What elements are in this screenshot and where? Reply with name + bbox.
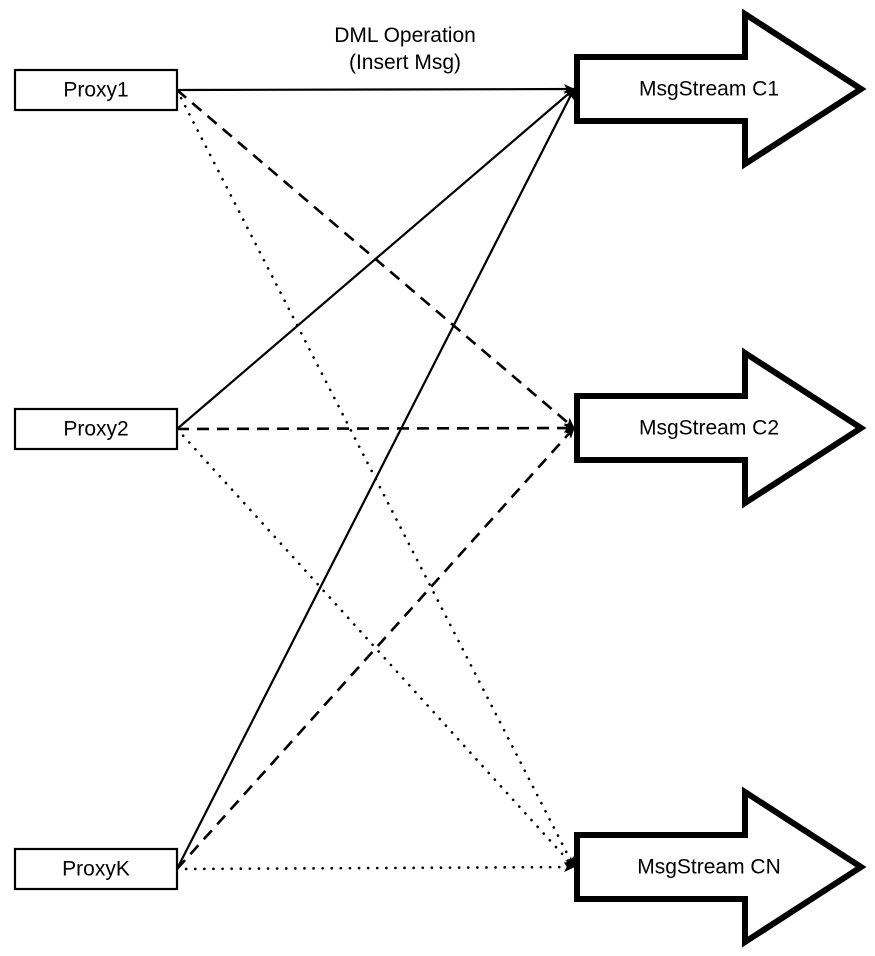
proxy-box[interactable] xyxy=(13,68,179,112)
block-arrow-shape[interactable] xyxy=(574,8,867,170)
block-arrow-shape[interactable] xyxy=(574,786,867,948)
edge-proxyk-to-msgstream-cn[interactable] xyxy=(175,862,576,872)
proxy-label: ProxyK xyxy=(62,858,130,881)
proxy-label: Proxy2 xyxy=(63,418,128,441)
msgstream-node-c2[interactable]: MsgStream C2 xyxy=(574,347,867,509)
edge-proxy2-to-msgstream-c1[interactable] xyxy=(176,88,575,430)
edge-proxyk-to-msgstream-c1[interactable] xyxy=(176,88,575,870)
dml-operation-label: DML Operation (Insert Msg) xyxy=(334,24,476,74)
msgstream-node-cn[interactable]: MsgStream CN xyxy=(574,786,867,948)
msgstream-label: MsgStream C2 xyxy=(639,417,779,440)
dml-operation-label-line1: DML Operation xyxy=(334,24,476,47)
edge-proxy1-to-msgstream-c1[interactable] xyxy=(176,84,575,94)
proxy-box[interactable] xyxy=(13,847,179,891)
msgstream-node-c1[interactable]: MsgStream C1 xyxy=(574,8,867,170)
msgstream-label: MsgStream CN xyxy=(637,856,781,879)
msgstream-label: MsgStream C1 xyxy=(639,78,779,101)
proxy-node-proxyk[interactable]: ProxyK xyxy=(13,847,179,891)
proxy-node-proxy1[interactable]: Proxy1 xyxy=(13,68,179,112)
dml-operation-label-line2: (Insert Msg) xyxy=(349,51,461,74)
msgstream-nodes-layer: MsgStream C1 MsgStream C2 MsgStream CN xyxy=(574,8,867,948)
proxy-label: Proxy1 xyxy=(63,79,128,102)
edges-layer xyxy=(175,84,576,872)
block-arrow-shape[interactable] xyxy=(574,347,867,509)
edge-proxy2-to-msgstream-cn[interactable] xyxy=(175,427,576,869)
proxy-node-proxy2[interactable]: Proxy2 xyxy=(13,407,179,451)
edge-proxyk-to-msgstream-c2[interactable] xyxy=(176,427,575,870)
proxy-box[interactable] xyxy=(13,407,179,451)
proxy-nodes-layer: Proxy1 Proxy2 ProxyK xyxy=(13,68,179,891)
edge-proxy2-to-msgstream-c2[interactable] xyxy=(176,423,575,433)
